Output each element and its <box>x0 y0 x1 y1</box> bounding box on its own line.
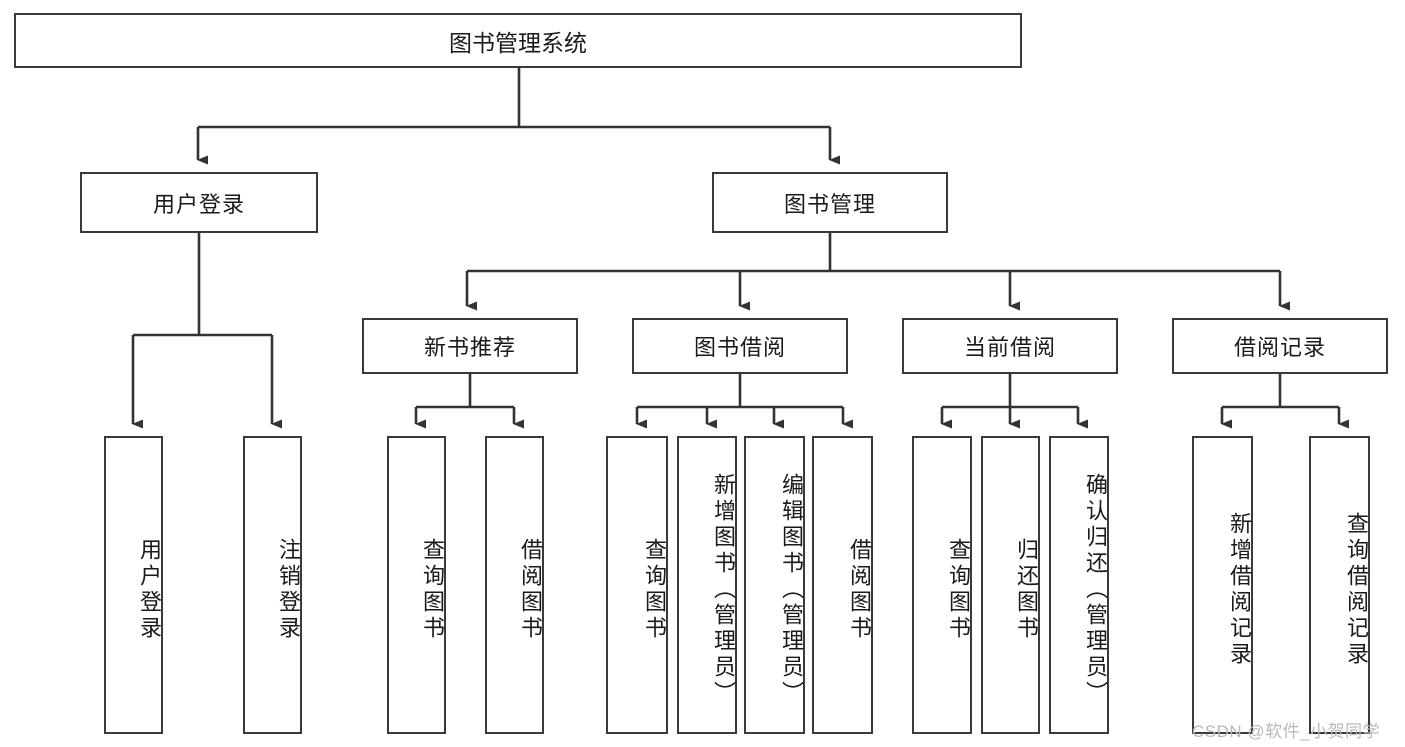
node-label: 图书借阅 <box>693 335 786 360</box>
node-label: 编辑图书（管理员） <box>779 473 804 707</box>
node-label: 新书推荐 <box>423 335 516 360</box>
node-label: 查询图书 <box>642 538 667 642</box>
leaf-record-query-borrow-record[interactable]: 查询借阅记录 <box>1309 436 1370 734</box>
leaf-user-logout[interactable]: 注销登录 <box>243 436 302 734</box>
node-label: 借阅图书 <box>518 538 543 642</box>
node-label: 归还图书 <box>1014 538 1039 642</box>
node-root-system[interactable]: 图书管理系统 <box>14 13 1022 68</box>
node-label: 查询借阅记录 <box>1344 512 1369 668</box>
node-label: 新增图书（管理员） <box>711 473 736 707</box>
node-borrow-record[interactable]: 借阅记录 <box>1172 318 1388 374</box>
leaf-recommend-query-book[interactable]: 查询图书 <box>387 436 446 734</box>
node-current-borrow[interactable]: 当前借阅 <box>902 318 1118 374</box>
node-label: 当前借阅 <box>963 335 1056 360</box>
leaf-record-add-borrow-record[interactable]: 新增借阅记录 <box>1192 436 1253 734</box>
leaf-current-return-book[interactable]: 归还图书 <box>981 436 1040 734</box>
node-label: 用户登录 <box>152 191 245 217</box>
leaf-recommend-borrow-book[interactable]: 借阅图书 <box>485 436 544 734</box>
node-new-book-recommend[interactable]: 新书推荐 <box>362 318 578 374</box>
leaf-borrow-borrow-book[interactable]: 借阅图书 <box>812 436 873 734</box>
node-book-borrow[interactable]: 图书借阅 <box>632 318 848 374</box>
node-label: 借阅图书 <box>847 538 872 642</box>
node-label: 图书管理系统 <box>449 29 587 56</box>
leaf-user-login[interactable]: 用户登录 <box>104 436 163 734</box>
node-label: 确认归还（管理员） <box>1083 473 1108 707</box>
leaf-borrow-add-book-admin[interactable]: 新增图书（管理员） <box>677 436 737 734</box>
leaf-current-confirm-return-admin[interactable]: 确认归还（管理员） <box>1049 436 1109 734</box>
node-user-login[interactable]: 用户登录 <box>80 172 318 233</box>
node-label: 借阅记录 <box>1233 335 1326 360</box>
node-book-management[interactable]: 图书管理 <box>712 172 948 233</box>
node-label: 新增借阅记录 <box>1227 512 1252 668</box>
node-label: 用户登录 <box>137 538 162 642</box>
node-label: 注销登录 <box>276 538 301 642</box>
leaf-borrow-query-book[interactable]: 查询图书 <box>606 436 668 734</box>
node-label: 图书管理 <box>783 191 876 217</box>
leaf-current-query-book[interactable]: 查询图书 <box>912 436 972 734</box>
watermark: CSDN @软件_小贺同学 <box>1192 722 1381 741</box>
leaf-borrow-edit-book-admin[interactable]: 编辑图书（管理员） <box>744 436 805 734</box>
node-label: 查询图书 <box>420 538 445 642</box>
node-label: 查询图书 <box>946 538 971 642</box>
